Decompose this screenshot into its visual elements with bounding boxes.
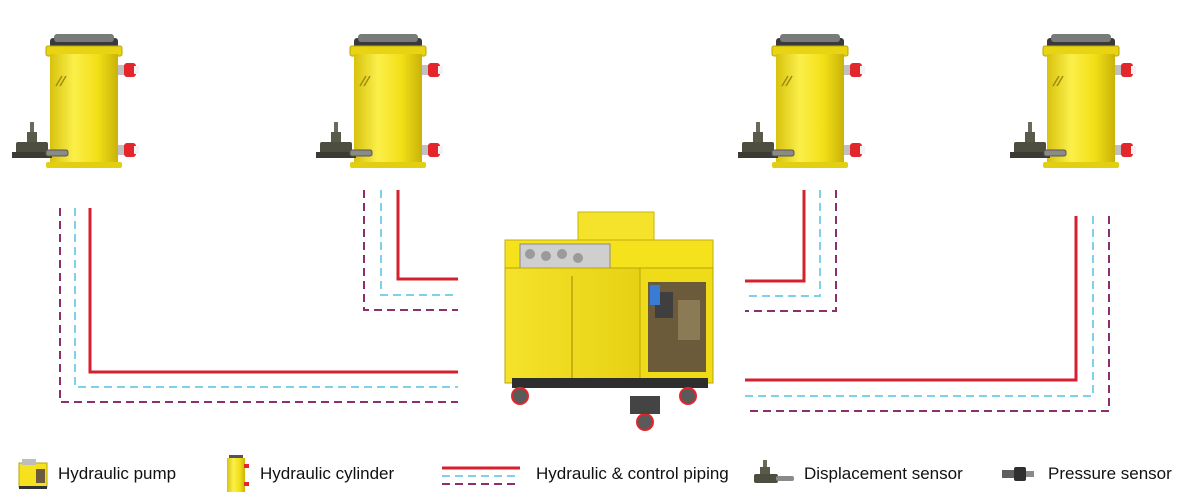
legend-hydraulic-cylinder: Hydraulic cylinder — [222, 452, 394, 496]
hydraulic-cylinder-1 — [45, 33, 140, 169]
hydraulic-cylinder-3 — [771, 33, 866, 169]
legend-label-piping: Hydraulic & control piping — [536, 464, 729, 483]
legend-label-pressure-sensor: Pressure sensor — [1048, 464, 1172, 483]
piping-cylinder-3 — [745, 190, 837, 312]
piping-cylinder-1 — [59, 208, 458, 403]
legend-hydraulic-pump: Hydraulic pump — [16, 452, 176, 496]
hydraulic-cylinder-2 — [349, 33, 444, 169]
piping-cylinder-2 — [363, 190, 458, 311]
piping-lines-icon — [442, 466, 520, 485]
hydraulic-pump-icon — [18, 459, 48, 489]
legend-displacement-sensor: Displacement sensor — [752, 452, 963, 496]
piping-cylinder-4 — [745, 216, 1110, 412]
displacement-sensor-icon — [754, 460, 794, 483]
legend-label-hydraulic-cylinder: Hydraulic cylinder — [260, 464, 395, 483]
legend-pressure-sensor: Pressure sensor — [1000, 452, 1172, 496]
legend-label-hydraulic-pump: Hydraulic pump — [58, 464, 177, 483]
hydraulic-pump-unit — [504, 211, 714, 431]
hydraulic-cylinder-icon — [227, 455, 249, 492]
pressure-sensor-icon — [1002, 467, 1034, 481]
legend-piping: Hydraulic & control piping — [442, 452, 729, 496]
legend-label-displacement-sensor: Displacement sensor — [804, 464, 963, 483]
hydraulic-cylinder-4 — [1042, 33, 1137, 169]
